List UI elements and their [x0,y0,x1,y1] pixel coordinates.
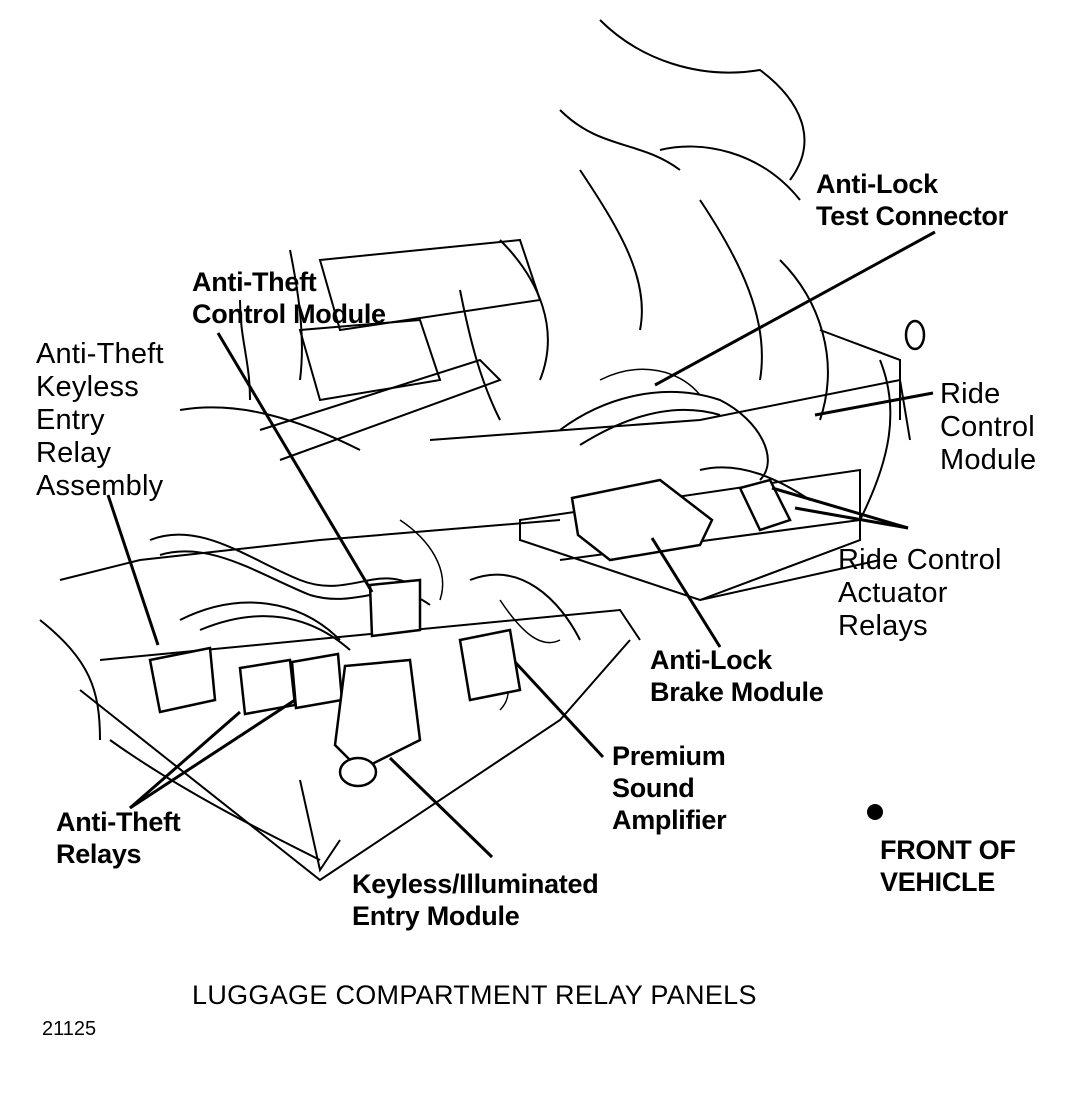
figure-caption: LUGGAGE COMPARTMENT RELAY PANELS [192,980,757,1010]
leader-anti-theft-relays-2 [129,698,296,810]
leader-anti-theft-relays-1 [129,710,241,810]
premium-sound-amplifier-shape [458,628,522,702]
trunk-sketch [39,19,911,882]
mounting-post-shape [338,756,378,788]
anti-theft-control-module-shape [368,578,422,638]
anti-theft-relay-assembly-shape [148,646,217,714]
leader-anti-lock-test-connector [654,230,936,387]
anti-lock-brake-module-shape [570,478,714,562]
components [148,319,926,820]
ride-control-bolt-shape [904,319,926,351]
label-anti-lock-test-connector: Anti-Lock Test Connector [816,169,1008,231]
label-anti-theft-keyless-entry-relay-assembly: Anti-Theft Keyless Entry Relay Assembly [36,338,164,502]
leader-anti-theft-control-module [216,332,374,593]
ride-control-relay-shape [738,478,792,532]
label-front-of-vehicle: FRONT OF VEHICLE [880,835,1016,897]
label-ride-control-actuator-relays: Ride Control Actuator Relays [838,544,1002,642]
label-premium-sound-amplifier: Premium Sound Amplifier [612,741,727,835]
label-ride-control-module: Ride Control Module [940,378,1037,476]
leader-anti-lock-brake-module [650,537,722,648]
label-keyless-illuminated-entry-module: Keyless/Illuminated Entry Module [352,869,599,931]
leader-anti-theft-keyless-entry-relay-assembly [106,494,160,646]
leader-keyless-illuminated-entry-module [388,756,494,859]
label-anti-theft-relays: Anti-Theft Relays [56,807,181,869]
leader-ride-control-module [814,391,934,417]
anti-theft-relay-2-shape [290,652,344,710]
label-anti-theft-control-module: Anti-Theft Control Module [192,267,386,329]
leader-ride-control-actuator-relay-1 [771,486,909,530]
keyless-entry-module-shape [333,658,422,772]
leader-lines [106,230,936,859]
leader-premium-sound-amplifier [513,660,605,759]
leader-ride-control-actuator-relay-2 [794,506,909,530]
figure-number: 21125 [42,1018,97,1040]
front-of-vehicle-marker [867,804,883,820]
label-anti-lock-brake-module: Anti-Lock Brake Module [650,645,824,707]
